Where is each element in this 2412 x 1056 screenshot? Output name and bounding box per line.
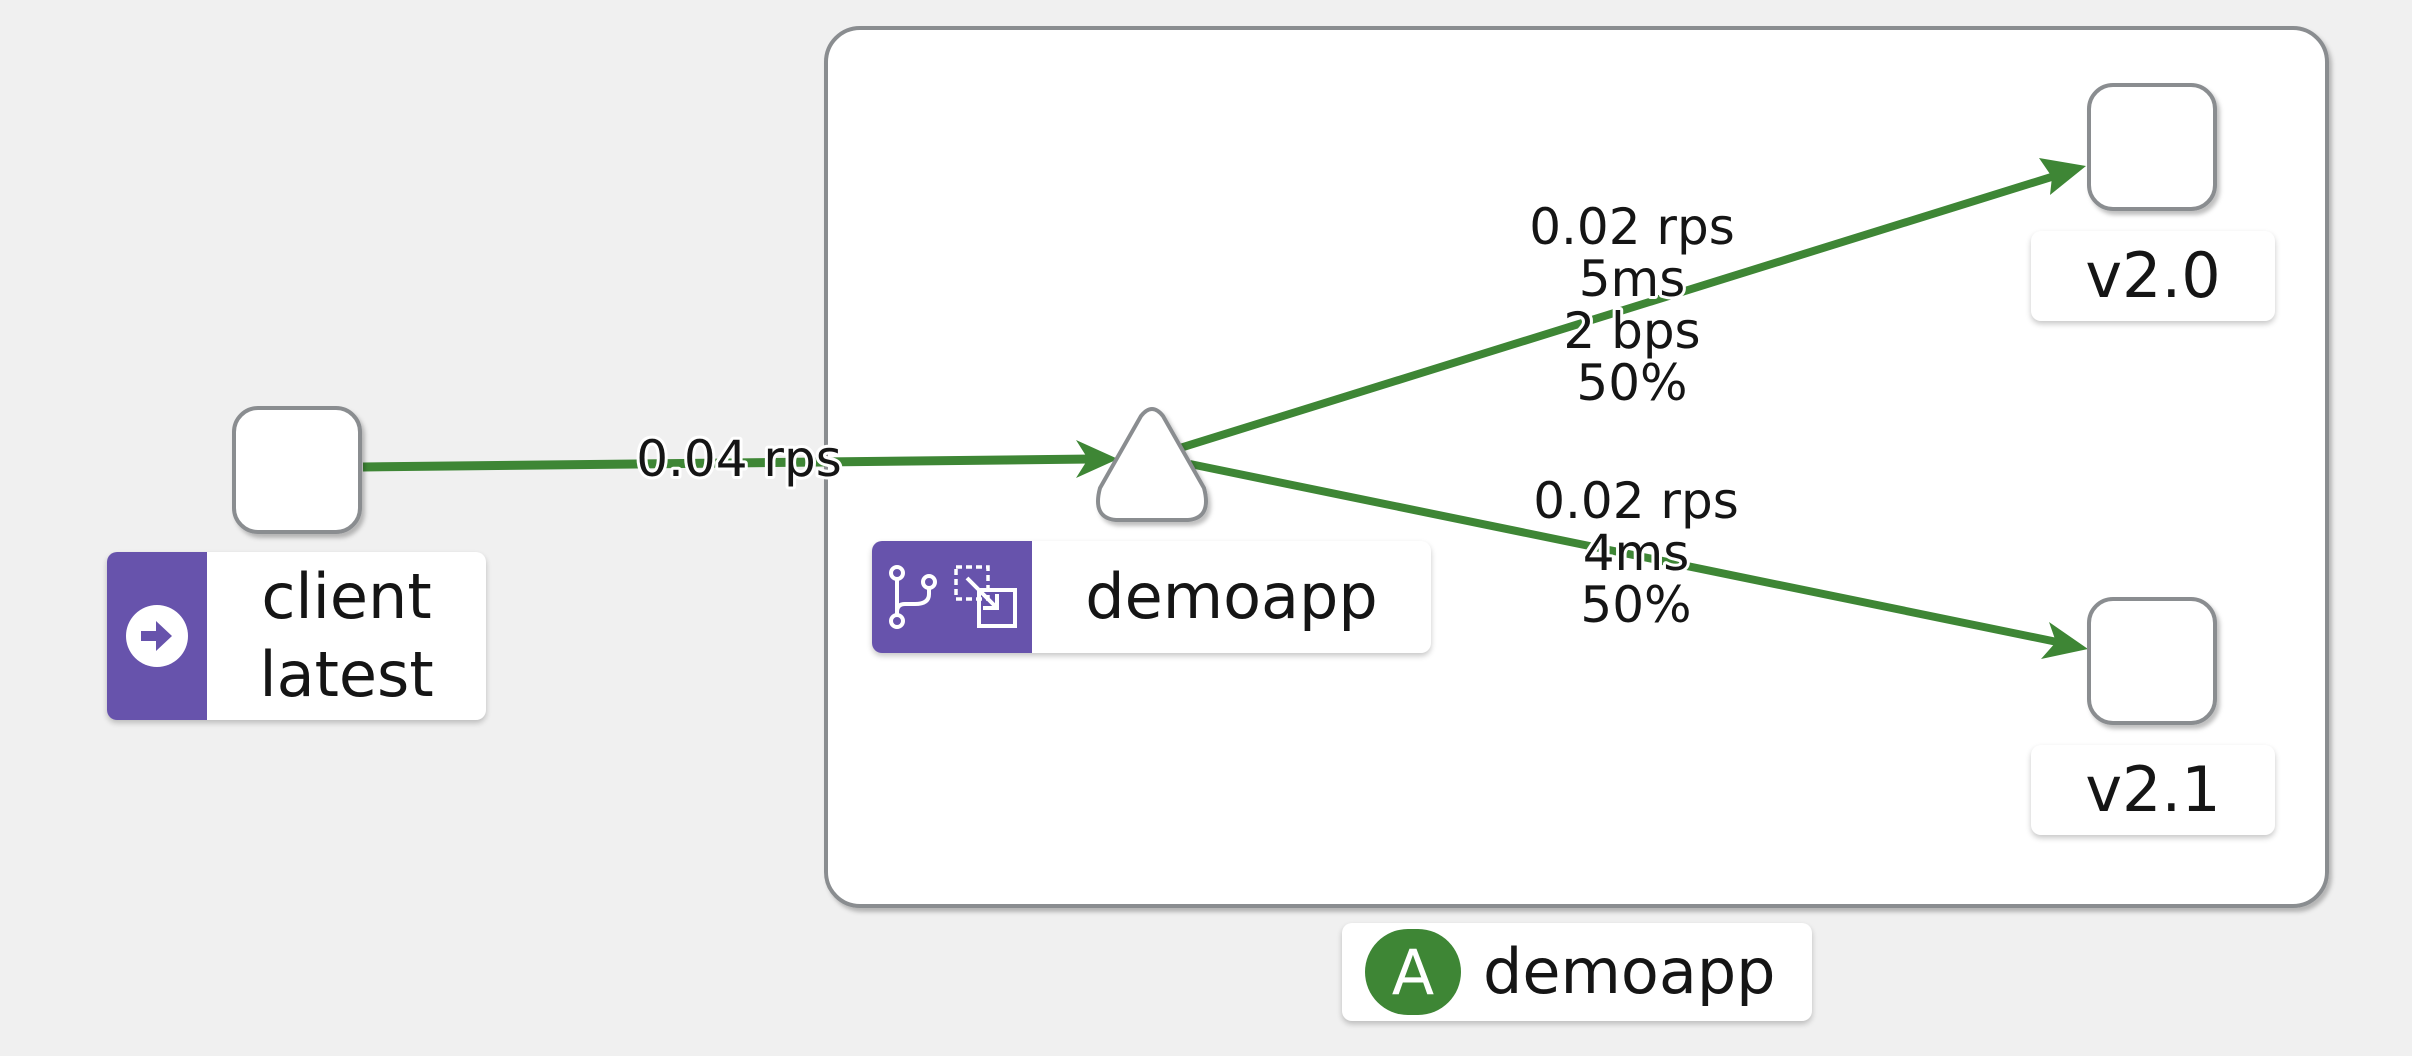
arrowhead-icon	[2041, 622, 2088, 659]
app-name: demoapp	[1483, 935, 1776, 1008]
v21-node-label[interactable]: v2.1	[2031, 745, 2275, 835]
v20-label-text: v2.0	[2031, 231, 2275, 321]
code-branch-icon	[888, 565, 937, 629]
edge-label-v21-rps: 0.02 rps	[1533, 472, 1739, 530]
client-name: client	[261, 560, 432, 633]
workload-node-v20[interactable]	[2087, 83, 2217, 211]
edge-label-v20-latency: 5ms	[1579, 250, 1686, 308]
v20-version: v2.0	[2085, 239, 2221, 312]
edge-label-v21-percent: 50%	[1580, 576, 1691, 634]
arrowhead-icon	[1076, 440, 1118, 478]
edge-label-v21-latency: 4ms	[1583, 524, 1690, 582]
app-badge-letter: A	[1391, 935, 1435, 1009]
service-node-label[interactable]: demoapp	[872, 541, 1431, 653]
client-label-text: client latest	[207, 552, 486, 720]
v21-label-text: v2.1	[2031, 745, 2275, 835]
virtual-service-icon	[954, 565, 1018, 628]
edge-client-to-demoapp[interactable]	[362, 440, 1118, 478]
edge-label-client-rps: 0.04 rps	[636, 430, 842, 488]
app-label-text: demoapp	[1461, 933, 1812, 1011]
app-box-label[interactable]: A demoapp	[1342, 923, 1812, 1021]
service-name: demoapp	[1085, 560, 1378, 633]
client-node[interactable]	[232, 406, 362, 534]
edge-label-v20-percent: 50%	[1576, 354, 1687, 412]
v21-version: v2.1	[2085, 753, 2221, 826]
edge-demoapp-to-v21[interactable]	[1189, 460, 2088, 659]
client-badge	[107, 552, 207, 720]
service-node[interactable]	[1096, 407, 1208, 522]
edge-label-v20-bps: 2 bps	[1563, 302, 1700, 360]
client-version: latest	[259, 638, 434, 711]
service-badges	[872, 541, 1032, 653]
service-label-text: demoapp	[1032, 541, 1431, 653]
edge-demoapp-to-v20[interactable]	[1178, 158, 2086, 452]
arrow-circle-right-icon	[126, 605, 188, 667]
app-badge: A	[1365, 929, 1461, 1015]
edge-label-v20-rps: 0.02 rps	[1529, 198, 1735, 256]
v20-node-label[interactable]: v2.0	[2031, 231, 2275, 321]
client-node-label[interactable]: client latest	[107, 552, 486, 720]
app-box[interactable]	[824, 26, 2329, 908]
workload-node-v21[interactable]	[2087, 597, 2217, 725]
arrowhead-icon	[2039, 158, 2086, 195]
